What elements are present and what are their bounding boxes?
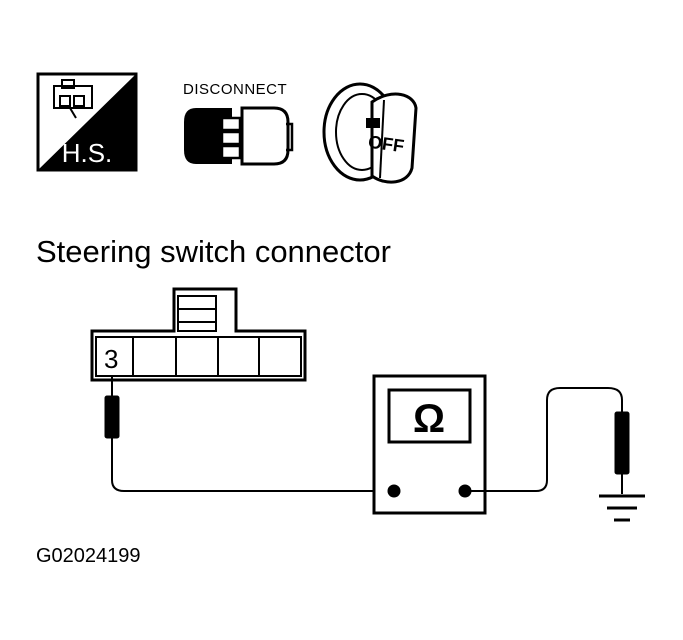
test-probe-right xyxy=(614,411,630,494)
test-probe-left xyxy=(104,376,120,454)
ignition-key-off-icon: OFF xyxy=(322,82,418,184)
harness-side-label: H.S. xyxy=(62,138,113,168)
disconnect-icon: DISCONNECT xyxy=(183,81,294,166)
terminal-3-label: 3 xyxy=(104,344,118,374)
harness-side-icon: H.S. xyxy=(36,72,138,172)
ignition-off-label: OFF xyxy=(367,132,405,157)
meter-terminal-com xyxy=(387,484,401,498)
connector-glyph-icon xyxy=(53,79,93,119)
steering-switch-connector xyxy=(90,287,307,382)
diagram-title: Steering switch connector xyxy=(36,234,391,269)
disconnect-label: DISCONNECT xyxy=(183,81,287,98)
ohm-symbol: Ω xyxy=(413,397,445,441)
wire-to-meter-left xyxy=(111,454,394,492)
figure-id: G02024199 xyxy=(36,545,141,567)
ground-icon xyxy=(599,494,645,522)
wire-to-ground xyxy=(465,387,623,492)
